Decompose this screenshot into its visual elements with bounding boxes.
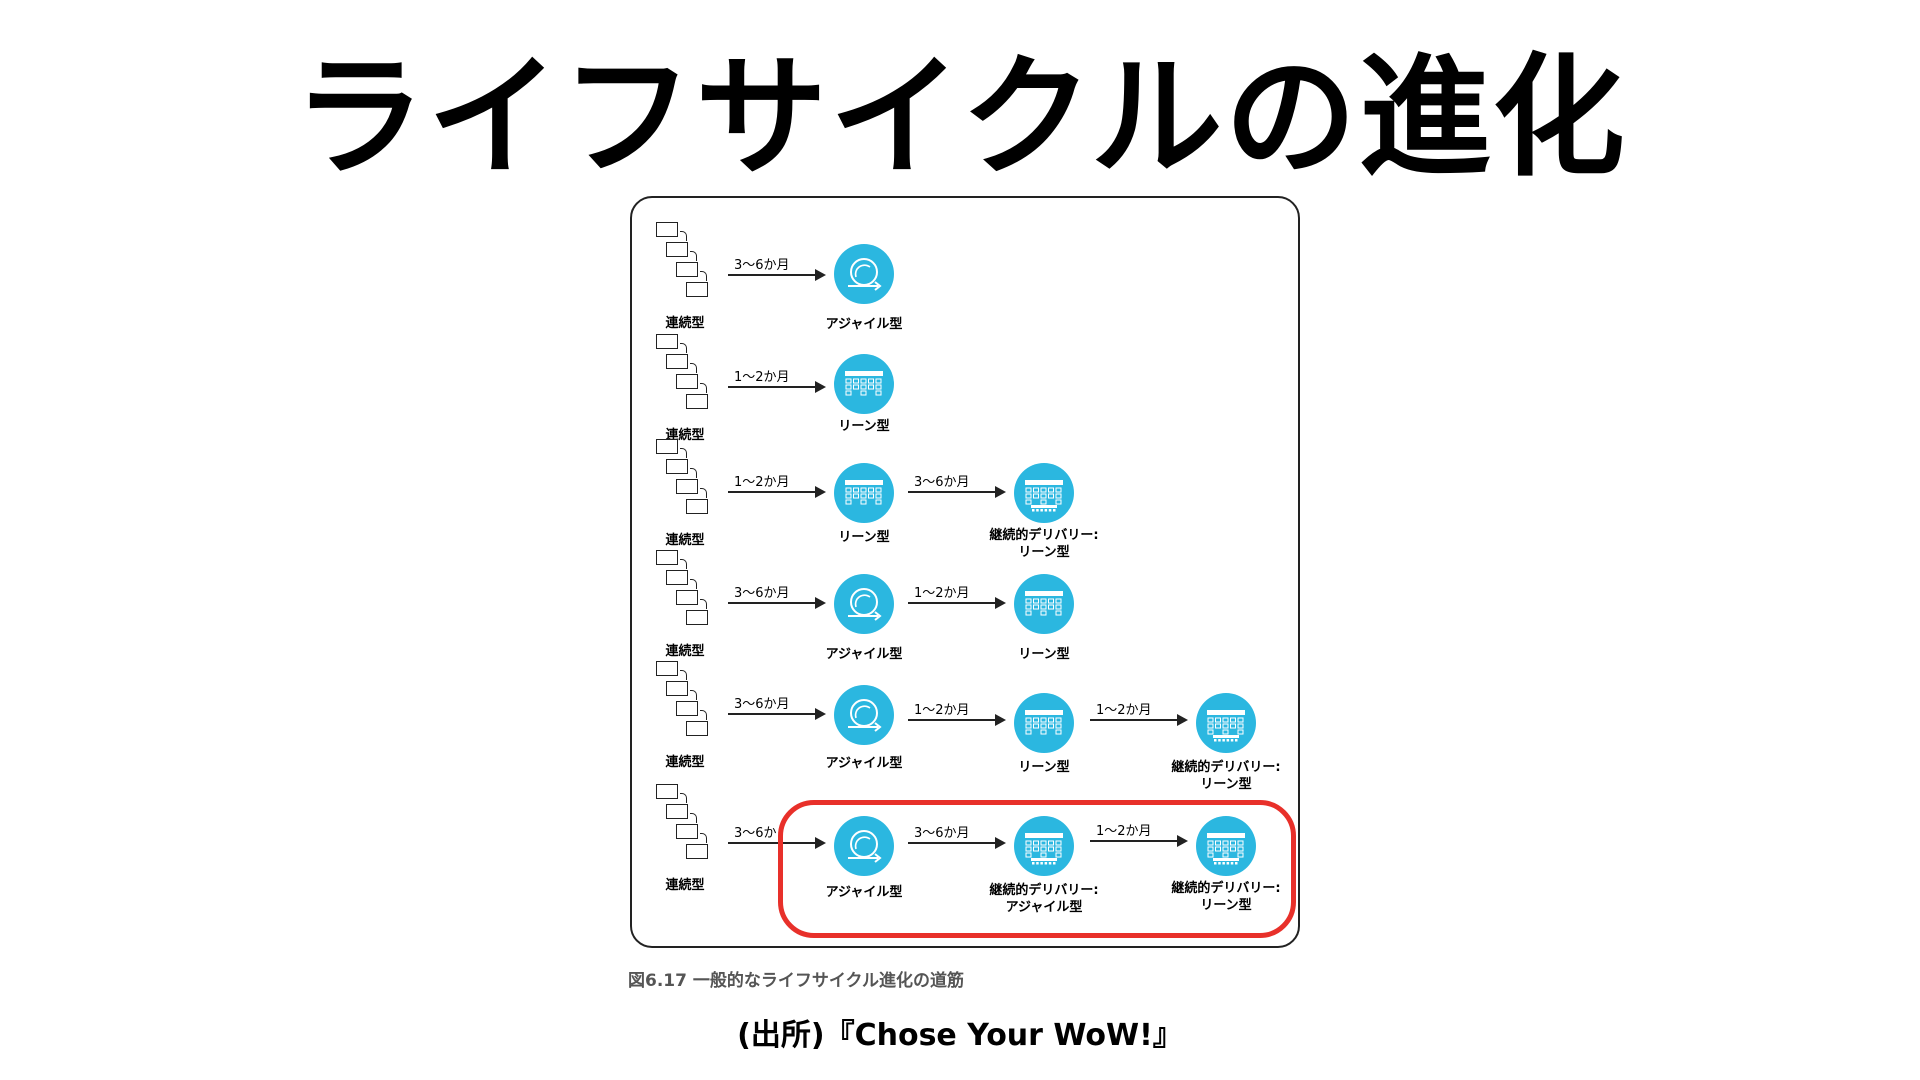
sequential-label: 連続型 xyxy=(665,644,705,659)
delivery-board-icon xyxy=(1207,833,1245,865)
agile-node xyxy=(834,685,894,745)
transition-arrow: 1〜2か月 xyxy=(908,703,1006,726)
delivery-board-icon xyxy=(1025,833,1063,865)
duration-label: 3〜6か月 xyxy=(914,826,970,841)
lean-node xyxy=(1014,693,1074,753)
duration-label: 1〜2か月 xyxy=(1096,824,1152,839)
agile-node xyxy=(834,244,894,304)
transition-arrow: 1〜2か月 xyxy=(1090,703,1188,726)
duration-label: 3〜6か xyxy=(734,826,777,841)
duration-label: 3〜6か月 xyxy=(734,586,790,601)
transition-arrow: 1〜2か月 xyxy=(908,586,1006,609)
source-credit: (出所)『Chose Your WoW!』 xyxy=(737,1018,1183,1053)
duration-label: 1〜2か月 xyxy=(1096,703,1152,718)
cycle-icon xyxy=(848,699,882,732)
path-row-3: 連続型 1〜2か月 リーン型 3〜6か月 継続的デリバリー:リーン型 xyxy=(632,439,1298,560)
agile-node xyxy=(834,816,894,876)
duration-label: 3〜6か月 xyxy=(734,258,790,273)
sequential-label: 連続型 xyxy=(665,878,705,893)
continuous-delivery-lean-label: 継続的デリバリー:リーン型 xyxy=(1171,881,1281,913)
kanban-board-icon xyxy=(845,480,883,505)
continuous-delivery-lean-node xyxy=(1196,693,1256,753)
transition-arrow: 3〜6か月 xyxy=(728,258,826,281)
sequential-icon xyxy=(656,222,716,304)
transition-arrow: 3〜6か xyxy=(728,826,826,849)
duration-label: 3〜6か月 xyxy=(734,697,790,712)
agile-label: アジャイル型 xyxy=(825,756,903,771)
sequential-label: 連続型 xyxy=(665,533,705,548)
kanban-board-icon xyxy=(1025,591,1063,616)
cycle-icon xyxy=(848,830,882,863)
sequential-icon xyxy=(656,334,716,416)
lean-label: リーン型 xyxy=(838,530,890,545)
transition-arrow: 1〜2か月 xyxy=(1090,824,1188,847)
continuous-delivery-agile-node xyxy=(1014,816,1074,876)
path-row-5: 連続型 3〜6か月 アジャイル型 1〜2か月 リーン型 1〜2か月 継続的デリバ… xyxy=(632,661,1298,792)
delivery-board-icon xyxy=(1207,710,1245,742)
transition-arrow: 1〜2か月 xyxy=(728,475,826,498)
sequential-icon xyxy=(656,661,716,743)
lean-node xyxy=(1014,574,1074,634)
sequential-icon xyxy=(656,439,716,521)
lean-label: リーン型 xyxy=(1018,647,1070,662)
agile-label: アジャイル型 xyxy=(825,317,903,332)
transition-arrow: 3〜6か月 xyxy=(728,586,826,609)
duration-label: 1〜2か月 xyxy=(734,475,790,490)
delivery-board-icon xyxy=(1025,480,1063,512)
sequential-icon xyxy=(656,784,716,866)
continuous-delivery-agile-label: 継続的デリバリー:アジャイル型 xyxy=(989,883,1099,915)
continuous-delivery-lean-node xyxy=(1014,463,1074,523)
transition-arrow: 1〜2か月 xyxy=(728,370,826,393)
agile-label: アジャイル型 xyxy=(825,885,903,900)
duration-label: 3〜6か月 xyxy=(914,475,970,490)
page-title: ライフサイクルの進化 xyxy=(293,41,1627,195)
sequential-icon xyxy=(656,550,716,632)
transition-arrow: 3〜6か月 xyxy=(908,826,1006,849)
continuous-delivery-lean-label: 継続的デリバリー:リーン型 xyxy=(989,528,1099,560)
kanban-board-icon xyxy=(845,371,883,396)
lean-label: リーン型 xyxy=(838,419,890,434)
duration-label: 1〜2か月 xyxy=(734,370,790,385)
agile-label: アジャイル型 xyxy=(825,647,903,662)
kanban-board-icon xyxy=(1025,710,1063,735)
lean-label: リーン型 xyxy=(1018,760,1070,775)
cycle-icon xyxy=(848,258,882,291)
agile-node xyxy=(834,574,894,634)
lifecycle-evolution-figure: 連続型 3〜6か月 アジャイル型 連続型 1〜2か月 リーン型 連続型 1〜2か… xyxy=(630,196,1300,948)
continuous-delivery-lean-node xyxy=(1196,816,1256,876)
path-row-6: 連続型 3〜6か アジャイル型 3〜6か月 継続的デリバリー:アジャイル型 1〜… xyxy=(632,784,1298,915)
cycle-icon xyxy=(848,588,882,621)
figure-caption: 図6.17 一般的なライフサイクル進化の道筋 xyxy=(628,971,965,991)
lean-node xyxy=(834,463,894,523)
transition-arrow: 3〜6か月 xyxy=(908,475,1006,498)
lean-node xyxy=(834,354,894,414)
duration-label: 1〜2か月 xyxy=(914,586,970,601)
sequential-label: 連続型 xyxy=(665,755,705,770)
continuous-delivery-lean-label: 継続的デリバリー:リーン型 xyxy=(1171,760,1281,792)
transition-arrow: 3〜6か月 xyxy=(728,697,826,720)
sequential-label: 連続型 xyxy=(665,316,705,331)
path-row-4: 連続型 3〜6か月 アジャイル型 1〜2か月 リーン型 xyxy=(632,550,1298,662)
path-row-1: 連続型 3〜6か月 アジャイル型 xyxy=(632,222,1298,332)
path-row-2: 連続型 1〜2か月 リーン型 xyxy=(632,334,1298,444)
duration-label: 1〜2か月 xyxy=(914,703,970,718)
